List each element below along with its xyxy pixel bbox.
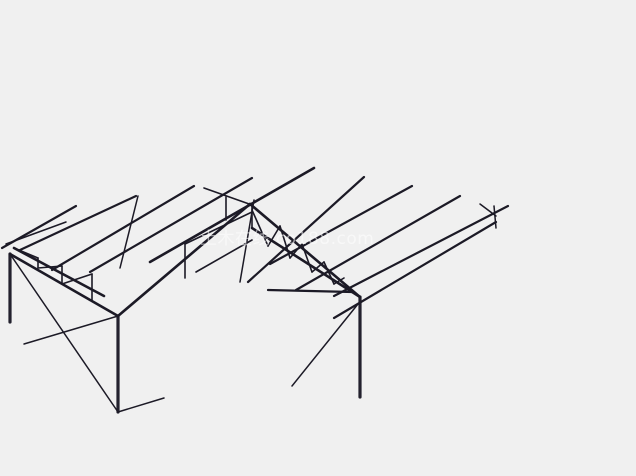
purlin: [332, 204, 510, 298]
ridge-rafter: [184, 211, 253, 245]
purlin: [18, 194, 138, 252]
truss-web: [333, 277, 345, 285]
brace: [119, 195, 139, 269]
truss-web: [301, 243, 313, 273]
purlin: [50, 184, 196, 272]
truss-web: [323, 261, 335, 285]
brace: [5, 221, 67, 245]
brace: [9, 253, 119, 413]
main-truss: [116, 202, 362, 318]
purlins: [0, 175, 510, 320]
brace: [23, 315, 119, 345]
truss-web: [267, 225, 281, 247]
brace: [493, 205, 497, 229]
ridge-rafter: [203, 187, 253, 206]
columns: [8, 252, 362, 414]
brace: [239, 199, 255, 283]
brace: [479, 203, 497, 217]
purlin: [294, 194, 462, 292]
ridge-beam: [148, 166, 316, 264]
brace: [291, 303, 359, 387]
purlin: [88, 176, 254, 274]
purlin: [332, 220, 498, 320]
truss-web: [279, 225, 291, 259]
back-truss: [8, 246, 120, 318]
truss-bottom-chord-right: [250, 226, 362, 299]
truss-web: [251, 209, 269, 247]
truss-web: [61, 273, 93, 285]
purlin: [246, 175, 366, 284]
braces: [5, 195, 497, 413]
back-truss-bottom-chord: [12, 246, 106, 298]
back-truss-top-chord: [8, 252, 120, 318]
brace: [117, 397, 165, 413]
truss-web: [311, 261, 325, 273]
truss-top-chord-left: [116, 202, 252, 318]
purlin: [266, 288, 354, 294]
watermark: 土木在线 co188.com: [200, 229, 375, 249]
ridge-rafter: [195, 239, 253, 273]
truss-web: [13, 247, 39, 259]
purlin: [268, 184, 414, 266]
ridge-frame: [148, 166, 316, 279]
